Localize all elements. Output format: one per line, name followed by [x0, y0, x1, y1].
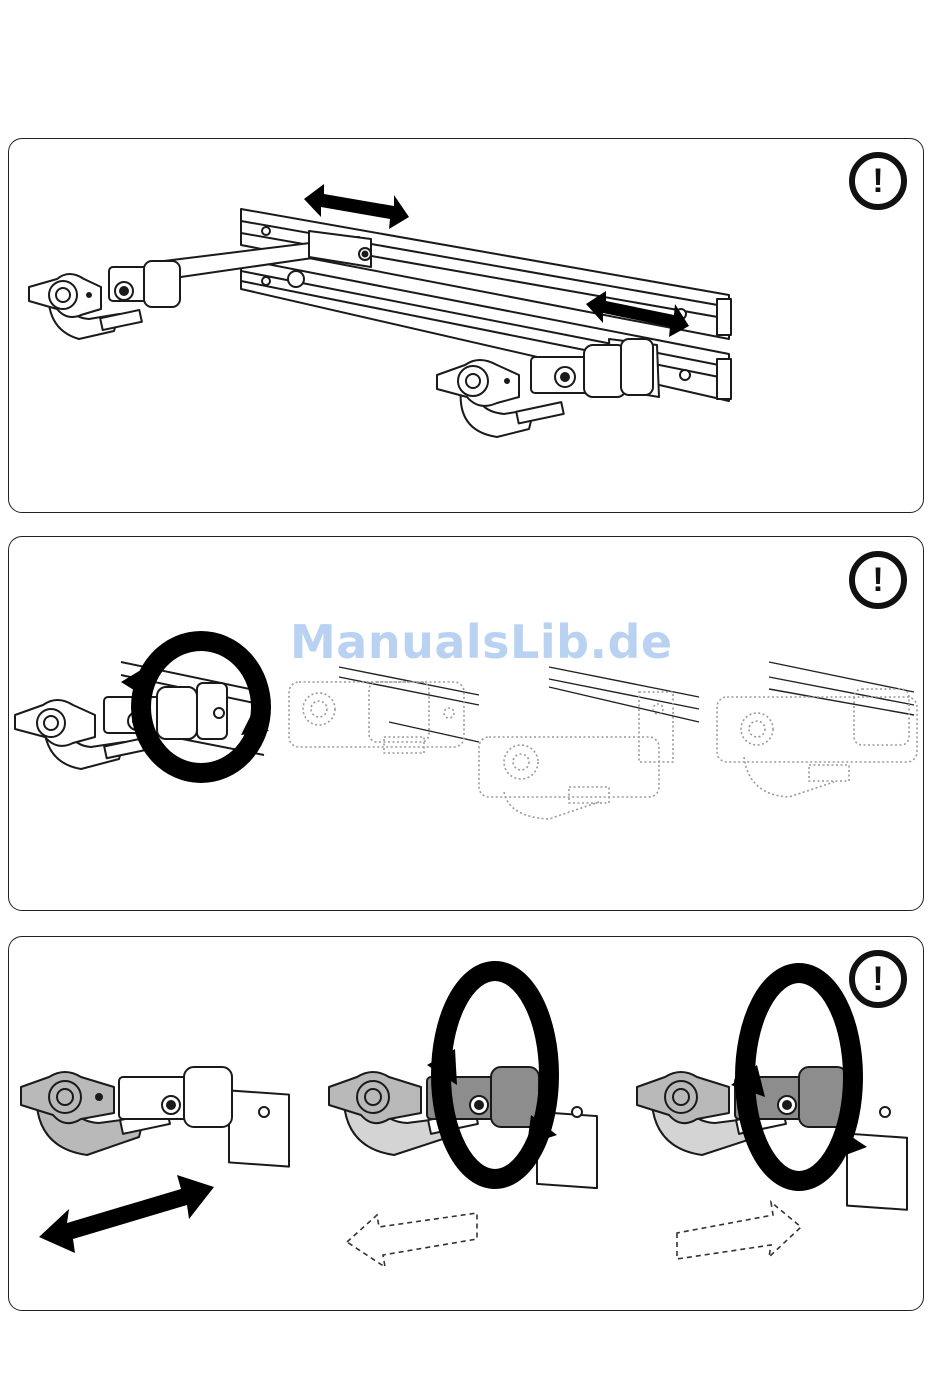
clamp-figure-a	[21, 1067, 289, 1167]
clamp-figure-c	[637, 1067, 907, 1210]
right-arrow-outline-icon	[677, 1202, 801, 1259]
left-arrow-outline-icon	[347, 1213, 477, 1267]
panel-1: !	[8, 138, 924, 513]
watermark: ManualsLib.de	[290, 615, 670, 669]
panel-2: !	[8, 536, 924, 911]
panel-3: !	[8, 936, 924, 1311]
rail-adjustment-illustration	[9, 139, 924, 513]
clamp-rotation-illustration	[9, 537, 924, 911]
double-arrow-icon	[39, 1175, 214, 1253]
left-clamp	[29, 261, 180, 339]
ghost-clamp-positions	[289, 662, 917, 819]
warning-exclamation-icon: !	[849, 551, 907, 609]
warning-exclamation-icon: !	[849, 152, 907, 210]
warning-exclamation-icon: !	[849, 950, 907, 1008]
clamp-adjustment-illustration	[9, 937, 924, 1311]
